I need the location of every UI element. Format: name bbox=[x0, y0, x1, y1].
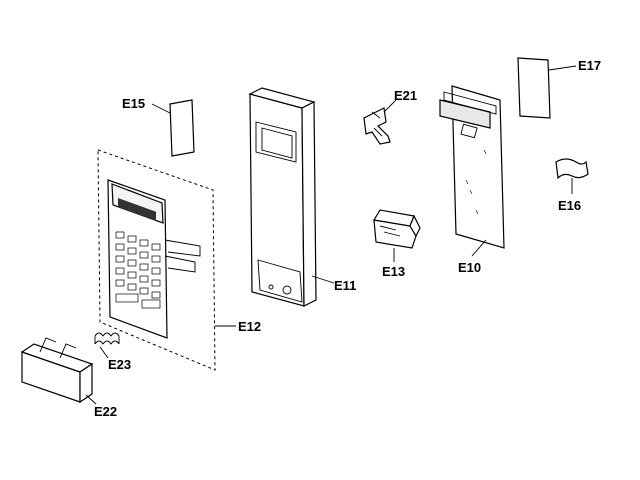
leader-e10 bbox=[471, 239, 487, 257]
label-e11: E11 bbox=[334, 278, 356, 293]
label-e16: E16 bbox=[558, 198, 581, 213]
label-e22: E22 bbox=[94, 404, 117, 419]
leader-e22 bbox=[85, 394, 97, 405]
label-e23: E23 bbox=[108, 357, 131, 372]
label-e10: E10 bbox=[458, 260, 481, 275]
leader-e15 bbox=[151, 103, 171, 114]
leader-e23 bbox=[99, 346, 109, 359]
part-e15 bbox=[169, 99, 195, 157]
label-e17: E17 bbox=[578, 58, 601, 73]
leader-e21 bbox=[383, 99, 397, 113]
label-e12: E12 bbox=[238, 319, 261, 334]
keypad-panel bbox=[107, 179, 201, 339]
label-e21: E21 bbox=[394, 88, 417, 103]
label-e15: E15 bbox=[122, 96, 145, 111]
part-e21-bracket bbox=[363, 107, 391, 145]
part-e13-latch bbox=[373, 209, 421, 249]
leader-e17 bbox=[548, 65, 577, 71]
part-e22-button bbox=[20, 337, 94, 404]
label-e13: E13 bbox=[382, 264, 405, 279]
part-e16-clip bbox=[555, 158, 589, 180]
group-e12-boundary bbox=[97, 149, 216, 371]
leader-e11 bbox=[311, 275, 335, 284]
part-e17-sheet bbox=[517, 57, 551, 119]
part-e11-frame bbox=[248, 87, 317, 307]
part-e23-spring bbox=[94, 332, 120, 345]
part-e10-pcb bbox=[439, 85, 505, 249]
